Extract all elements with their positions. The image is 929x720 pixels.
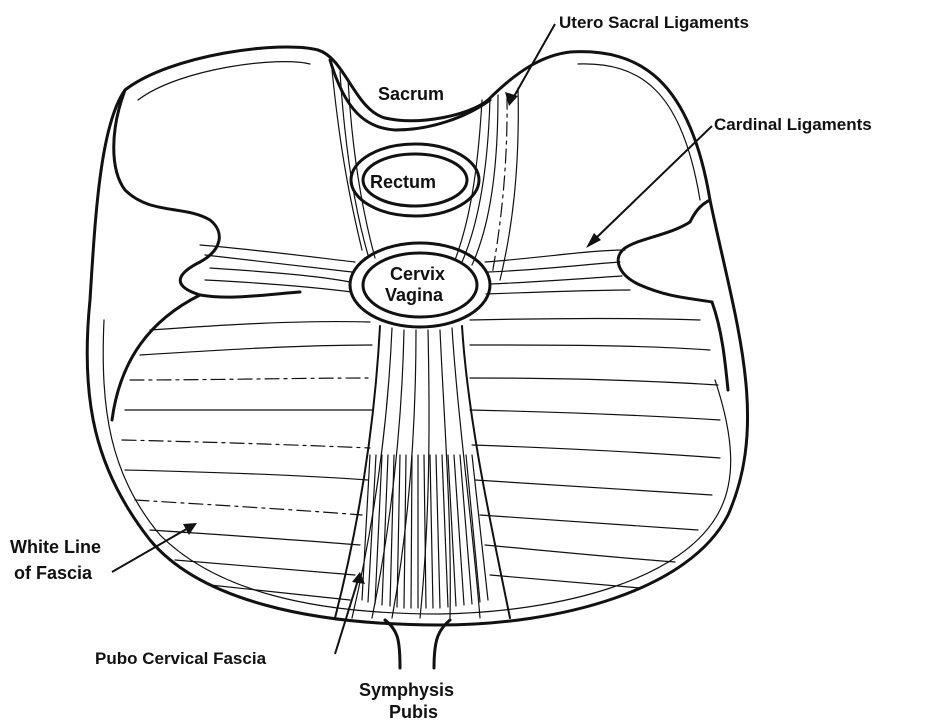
dense-fiber-band (362, 455, 488, 608)
leader-pubo-cervical (335, 572, 365, 654)
label-cardinal: Cardinal Ligaments (714, 115, 872, 134)
leader-cardinal (586, 126, 712, 248)
label-vagina: Vagina (385, 285, 444, 305)
pubo-cervical-column (335, 326, 510, 618)
label-cervix: Cervix (390, 264, 445, 284)
label-pubo-cervical: Pubo Cervical Fascia (95, 649, 267, 668)
right-lobe-boundary (618, 200, 712, 302)
pelvis-outline (87, 47, 747, 625)
label-sacrum: Sacrum (378, 84, 444, 104)
symphysis-stubs (385, 620, 450, 668)
label-rectum: Rectum (370, 172, 436, 192)
fascia-fan-left (122, 322, 372, 600)
label-utero-sacral: Utero Sacral Ligaments (559, 13, 749, 32)
fascia-fan-right (470, 319, 720, 589)
label-white-line-2: of Fascia (14, 563, 93, 583)
left-lobe-boundary (114, 90, 300, 297)
lower-bowl-boundary (112, 295, 728, 420)
label-symphysis: Symphysis (359, 680, 454, 700)
label-pubis: Pubis (389, 702, 438, 720)
label-white-line-1: White Line (10, 537, 101, 557)
